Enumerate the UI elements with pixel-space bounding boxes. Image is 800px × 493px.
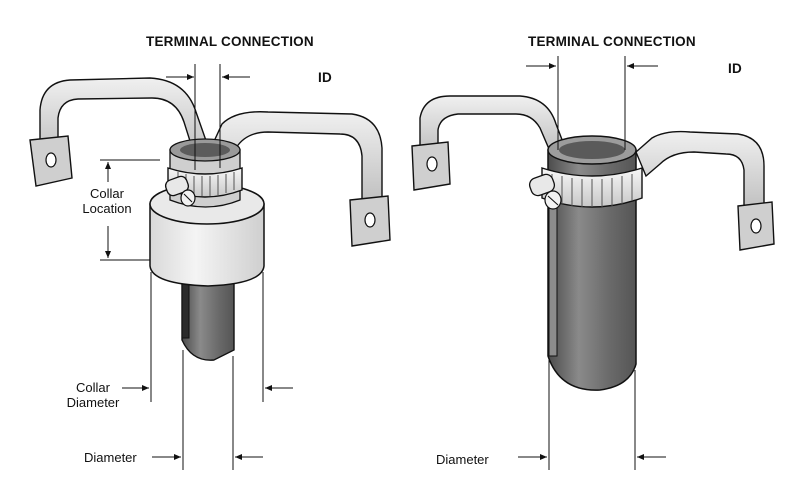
right-heater-clamp-screw (528, 173, 556, 197)
right-diameter-label: Diameter (436, 452, 489, 467)
right-heater-strap-right-hole (750, 218, 762, 234)
left-heater-strap-left-hole (45, 152, 57, 168)
collar-diameter-label-line-1: Collar (76, 380, 110, 395)
right-id-label: ID (728, 61, 742, 76)
collar-location-label-line-1: Collar (90, 186, 124, 201)
right-heater-strap-left-hole (426, 156, 438, 172)
right-heater-strap-right (635, 130, 765, 215)
right-terminal-connection-label: TERMINAL CONNECTION (528, 34, 696, 49)
right-heater-tube (547, 149, 637, 391)
collar-location-label-line-2: Location (82, 201, 132, 216)
left-heater-strap-right-hole (364, 212, 376, 228)
left-diameter-label: Diameter (84, 450, 137, 465)
collar-diameter-label: Collar Diameter (58, 380, 128, 410)
left-heater-clamp-screw (164, 175, 190, 197)
left-id-label: ID (318, 70, 332, 85)
left-terminal-connection-label: TERMINAL CONNECTION (146, 34, 314, 49)
left-heater-tube (181, 269, 235, 361)
right-heater (411, 56, 775, 470)
collar-diameter-label-line-2: Diameter (66, 395, 120, 410)
collar-location-label: Collar Location (72, 186, 142, 216)
left-heater (29, 64, 391, 470)
left-heater-collar (149, 203, 265, 287)
right-heater-tube-seam (548, 199, 558, 357)
